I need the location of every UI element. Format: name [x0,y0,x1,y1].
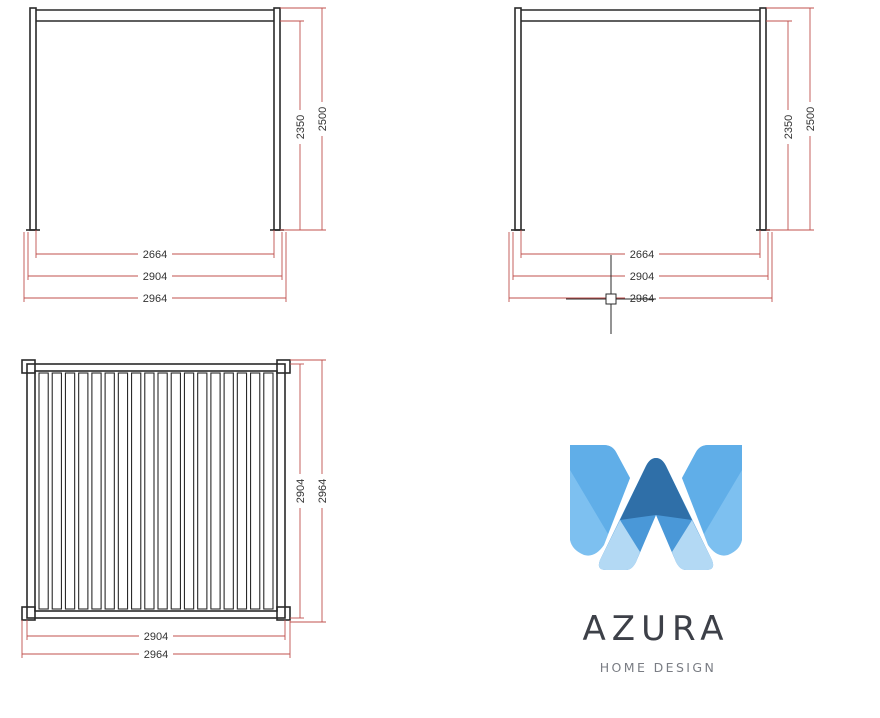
front-view-dim-labels: 2664 2904 2964 2350 2500 [138,102,329,305]
side-width-inner-label: 2664 [630,249,654,261]
louver-group [38,372,274,610]
top-outer-frame [26,363,286,619]
top-depth-outer-label: 2964 [317,479,329,503]
top-corner-post [276,359,291,374]
louver-slat [78,372,89,610]
side-view-frame [511,7,770,231]
louver-slat [144,372,155,610]
front-right-post [273,7,281,231]
louver-slat [157,372,168,610]
front-height-outer-label: 2500 [317,107,329,131]
brand-logo: AZURA HOME DESIGN [570,445,742,675]
louver-slat [104,372,115,610]
side-left-post [514,7,522,231]
side-width-mid-label: 2904 [630,271,654,283]
azura-chevron-logo-icon [570,445,742,570]
side-right-post [759,7,767,231]
louver-slat [223,372,234,610]
side-view-dimensions [508,7,814,302]
top-depth-inner-label: 2904 [295,479,307,503]
side-view: 2664 2904 2964 2350 2500 [508,7,817,334]
top-width-outer-label: 2964 [144,649,168,661]
louver-slat [197,372,208,610]
brand-tagline: HOME DESIGN [600,660,716,675]
front-left-post [29,7,37,231]
side-view-dim-labels: 2664 2904 2964 2350 2500 [625,102,817,305]
louver-slat [210,372,221,610]
brand-name: AZURA [583,609,730,649]
louver-slat [183,372,195,610]
front-width-inner-label: 2664 [143,249,167,261]
top-corner-post [276,606,291,621]
front-view: 2664 2904 2964 2350 2500 [23,7,329,305]
top-width-inner-label: 2904 [144,631,168,643]
louver-slat [91,372,102,610]
louver-slat [250,372,261,610]
louver-slat [263,372,274,610]
side-height-inner-label: 2350 [783,115,795,139]
front-height-inner-label: 2350 [295,115,307,139]
top-view-dim-labels: 2904 2964 2904 2964 [139,474,329,661]
louver-slat [38,372,49,610]
top-view: 2904 2964 2904 2964 [21,359,329,661]
front-view-frame [26,7,284,231]
top-view-frame [21,359,291,621]
louver-slat [117,372,129,610]
louver-slat [170,372,181,610]
side-height-outer-label: 2500 [805,107,817,131]
louver-slat [51,372,62,610]
top-view-dimensions [21,359,326,658]
front-width-mid-label: 2904 [143,271,167,283]
crosshair-cursor-icon [566,255,656,334]
louver-slat [236,372,248,610]
top-inner-frame [34,370,278,612]
louver-slat [64,372,76,610]
top-corner-post [21,359,36,374]
top-corner-post [21,606,36,621]
front-width-outer-label: 2964 [143,293,167,305]
louver-slat [131,372,142,610]
